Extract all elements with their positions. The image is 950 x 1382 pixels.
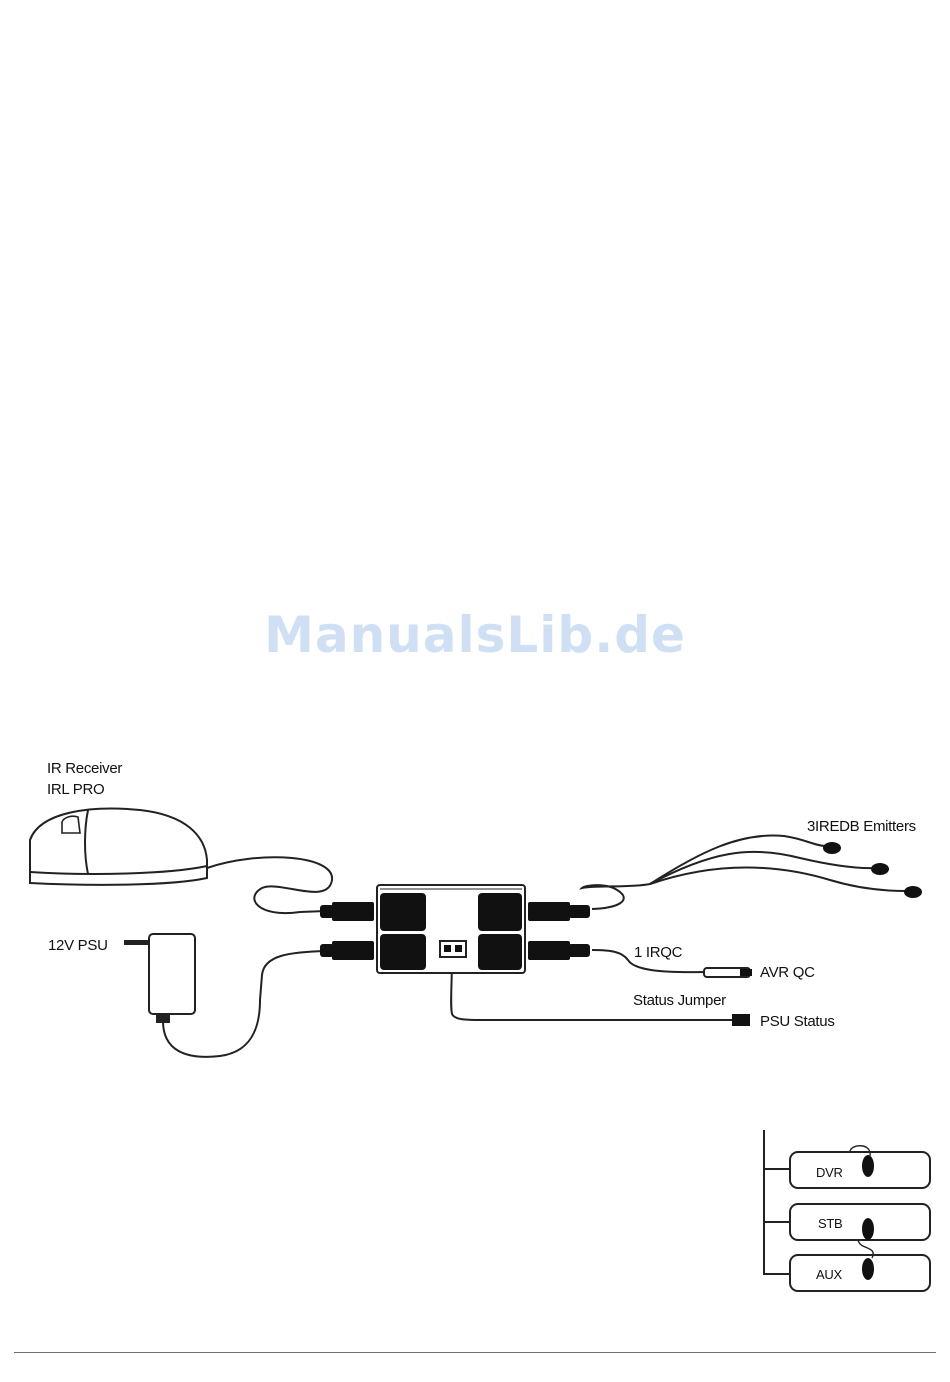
device-label-dvr: DVR <box>816 1165 843 1180</box>
ir-receiver-device <box>30 809 207 885</box>
label-ir-receiver: IR Receiver <box>47 760 122 777</box>
emitter-trunk <box>582 884 650 909</box>
label-psu: 12V PSU <box>48 937 108 954</box>
device-label-aux: AUX <box>816 1267 842 1282</box>
device-panel <box>764 1130 930 1291</box>
hub-unit <box>377 885 525 973</box>
psu-status-plug <box>732 1014 750 1026</box>
label-avr-qc: AVR QC <box>760 964 815 981</box>
label-status-jumper: Status Jumper <box>633 992 726 1009</box>
label-emitters: 3IREDB Emitters <box>807 818 916 835</box>
psu-adapter <box>124 934 195 1023</box>
footer-rule <box>14 1352 936 1353</box>
emitter-cable-3 <box>650 867 905 891</box>
avr-qc-probe <box>704 968 752 977</box>
label-irqc: 1 IRQC <box>634 944 683 961</box>
device-label-stb: STB <box>818 1216 842 1231</box>
receiver-cable <box>207 857 332 913</box>
label-psu-status: PSU Status <box>760 1013 835 1030</box>
label-irl-pro: IRL PRO <box>47 781 104 798</box>
